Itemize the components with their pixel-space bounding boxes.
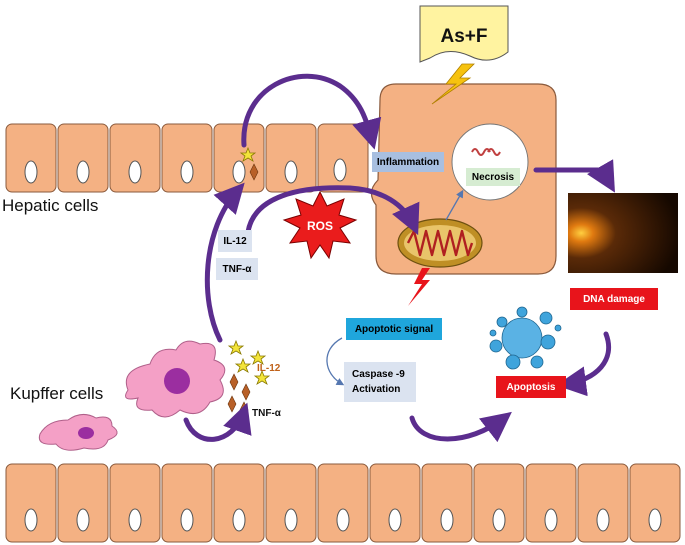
toxin-label: As+F xyxy=(441,26,488,47)
ros-label: ROS xyxy=(307,219,333,233)
arrow-caspase-to-apoptosis xyxy=(409,411,512,443)
lightning-bolt-icon xyxy=(431,63,475,105)
caspase-activation-box: Caspase -9 Activation xyxy=(344,362,416,402)
inflammation-box: Inflammation xyxy=(372,152,444,172)
kupffer-nucleus-large xyxy=(164,368,190,394)
arrow-dna-to-apoptosis xyxy=(556,331,612,397)
apoptosis-box: Apoptosis xyxy=(496,376,566,398)
arrow-ros-to-mitochondria xyxy=(245,185,420,236)
necrosis-box: Necrosis xyxy=(466,168,520,186)
arrow-to-inflammation xyxy=(241,73,382,150)
arrow-mito-to-necrosis xyxy=(445,189,464,221)
caspase-line-1: Caspase -9 xyxy=(352,369,405,380)
ros-burst-icon xyxy=(282,190,358,260)
dna-fragments-icon xyxy=(471,148,501,156)
tnf-kupffer-label: TNF-α xyxy=(252,408,281,419)
arrow-kupffer-to-liver xyxy=(204,182,245,343)
toxin-banner xyxy=(419,5,509,63)
arrow-apoptotic-to-caspase xyxy=(326,337,345,386)
kupffer-cells-label: Kupffer cells xyxy=(10,384,104,403)
pathway-arrows xyxy=(183,73,615,443)
thin-arrows xyxy=(326,189,464,386)
arrow-necrosis-to-dna-damage xyxy=(533,159,615,193)
apoptotic-signal-box: Apoptotic signal xyxy=(346,318,442,340)
il12-star-icons xyxy=(227,339,271,385)
mitochondria-damage-lightning-icon xyxy=(408,268,430,306)
kupffer-nucleus-small xyxy=(78,427,94,439)
il12-box: IL-12 xyxy=(218,230,252,252)
il12-star-on-cell-icon xyxy=(239,146,257,162)
tnf-diamond-on-cell-icon xyxy=(249,163,259,181)
il12-kupffer-label: IL-12 xyxy=(257,363,281,374)
tnf-diamond-icons xyxy=(227,373,251,419)
necrotic-nucleus xyxy=(451,123,529,201)
apoptotic-body-icon xyxy=(489,306,562,370)
hepatic-cells-top-row xyxy=(5,123,369,193)
tnf-box: TNF-α xyxy=(216,258,258,280)
hepatic-cells-label: Hepatic cells xyxy=(2,196,99,215)
hepatic-cells-bottom-row xyxy=(5,463,681,543)
arrow-kupffer-release xyxy=(183,402,252,442)
dna-damage-box: DNA damage xyxy=(570,288,658,310)
dna-damage-comet-image xyxy=(568,193,678,273)
mitochondrion-icon xyxy=(397,218,483,268)
caspase-line-2: Activation xyxy=(352,384,401,395)
